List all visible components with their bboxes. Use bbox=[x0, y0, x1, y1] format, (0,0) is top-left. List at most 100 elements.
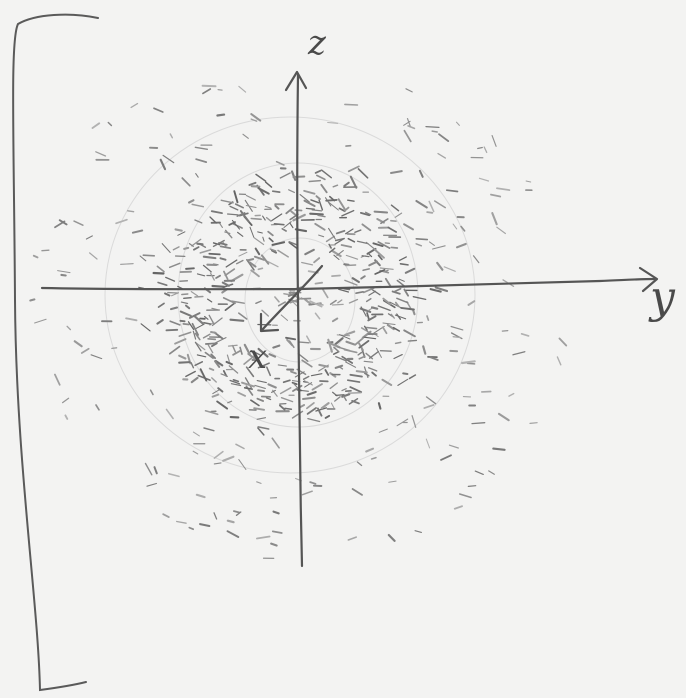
y-axis-label: y bbox=[648, 272, 676, 323]
scatter-dash bbox=[217, 115, 224, 116]
scatter-dash bbox=[291, 372, 296, 374]
scatter-dash bbox=[406, 269, 414, 273]
scatter-dash bbox=[335, 397, 340, 401]
scatter-dash bbox=[469, 301, 475, 305]
scatter-dash bbox=[312, 210, 321, 211]
scatter-dash bbox=[238, 393, 245, 396]
x-axis-label: x bbox=[248, 337, 267, 377]
scatter-dash bbox=[346, 255, 357, 259]
scatter-dash bbox=[159, 303, 164, 307]
scatter-dash bbox=[453, 224, 457, 229]
scatter-dash bbox=[251, 400, 259, 405]
scatter-dash bbox=[455, 506, 462, 509]
scatter-dash bbox=[397, 298, 408, 302]
scatter-dash bbox=[182, 178, 190, 186]
scatter-dash bbox=[314, 258, 319, 262]
scatter-dash bbox=[154, 273, 164, 274]
scatter-dash bbox=[274, 512, 279, 514]
scatter-dash bbox=[226, 230, 232, 237]
scatter-dash bbox=[386, 279, 391, 287]
scatter-dash bbox=[491, 195, 500, 197]
scatter-dash bbox=[370, 352, 379, 359]
scatter-dash bbox=[173, 247, 179, 250]
scatter-dash bbox=[557, 357, 560, 365]
scatter-dash bbox=[415, 531, 421, 533]
scatter-dash bbox=[248, 259, 253, 260]
scatter-dash bbox=[147, 484, 156, 487]
scatter-dash bbox=[227, 362, 232, 364]
scatter-dash bbox=[319, 235, 324, 237]
scatter-dash bbox=[331, 301, 337, 305]
scatter-dash bbox=[339, 199, 345, 209]
scatter-dash bbox=[282, 229, 286, 231]
scatter-dash bbox=[333, 319, 337, 322]
scatter-dash bbox=[492, 136, 496, 147]
scatter-dash bbox=[195, 147, 207, 149]
scatter-dash bbox=[416, 239, 427, 240]
scatter-dash bbox=[251, 270, 259, 276]
scatter-dash bbox=[388, 325, 394, 329]
scatter-dash bbox=[334, 352, 339, 354]
scatter-dash bbox=[450, 445, 459, 448]
scatter-dash bbox=[236, 204, 244, 208]
scatter-dash bbox=[502, 331, 508, 332]
scatter-dash bbox=[170, 321, 180, 325]
scatter-dash bbox=[361, 276, 365, 278]
scatter-dash bbox=[336, 395, 344, 396]
scatter-dash bbox=[306, 208, 314, 209]
scatter-dash bbox=[257, 482, 261, 484]
scatter-dash bbox=[239, 86, 246, 92]
scatter-dash bbox=[429, 201, 434, 211]
scatter-dash bbox=[404, 224, 413, 229]
scatter-dash bbox=[215, 338, 226, 343]
scatter-dash bbox=[263, 216, 266, 220]
scatter-dash bbox=[375, 212, 387, 213]
scatter-dash bbox=[460, 494, 471, 498]
scatter-dash bbox=[367, 313, 369, 319]
scatter-dash bbox=[367, 299, 371, 302]
scatter-dash bbox=[273, 191, 280, 192]
scatter-dash bbox=[379, 429, 387, 432]
scatter-dash bbox=[210, 369, 214, 371]
scatter-dash bbox=[198, 274, 205, 276]
scatter-dash bbox=[186, 372, 195, 377]
scatter-dash bbox=[427, 397, 436, 404]
scatter-dash bbox=[237, 261, 243, 264]
scatter-dash bbox=[413, 297, 425, 300]
scatter-dash bbox=[383, 327, 387, 333]
scatter-dash bbox=[231, 320, 244, 321]
scatter-dash bbox=[163, 155, 174, 162]
scatter-dash bbox=[252, 186, 260, 187]
scatter-dash bbox=[344, 396, 346, 400]
scatter-dash bbox=[300, 342, 309, 343]
scatter-dash bbox=[311, 374, 322, 376]
scatter-dash bbox=[177, 522, 186, 524]
scatter-dash bbox=[35, 319, 47, 323]
scatter-dash bbox=[513, 352, 525, 355]
scatter-dash bbox=[278, 250, 288, 257]
scatter-dash bbox=[399, 279, 404, 281]
scatter-dash bbox=[389, 535, 395, 541]
scatter-dash bbox=[395, 213, 401, 217]
scatter-dash bbox=[267, 367, 271, 375]
scatter-dash bbox=[281, 315, 287, 320]
scatter-dash bbox=[398, 379, 408, 385]
scatter-dash bbox=[284, 380, 290, 382]
scatter-dash bbox=[256, 174, 266, 181]
scatter-dash bbox=[258, 268, 262, 269]
scatter-dash bbox=[163, 514, 169, 517]
scatter-dash bbox=[165, 294, 169, 296]
scatter-dash bbox=[116, 220, 127, 224]
scatter-dash bbox=[401, 308, 414, 310]
scatter-dash bbox=[316, 313, 320, 318]
scatter-dash bbox=[208, 339, 215, 340]
scatter-dash bbox=[258, 390, 264, 391]
scatter-dash bbox=[197, 244, 202, 245]
scatter-dash bbox=[317, 196, 320, 199]
scatter-dash bbox=[348, 200, 354, 201]
scatter-dash bbox=[313, 384, 323, 390]
scatter-dash bbox=[444, 267, 455, 272]
scatter-dash bbox=[214, 452, 223, 459]
scatter-dash bbox=[96, 405, 99, 410]
scatter-dash bbox=[278, 365, 286, 366]
